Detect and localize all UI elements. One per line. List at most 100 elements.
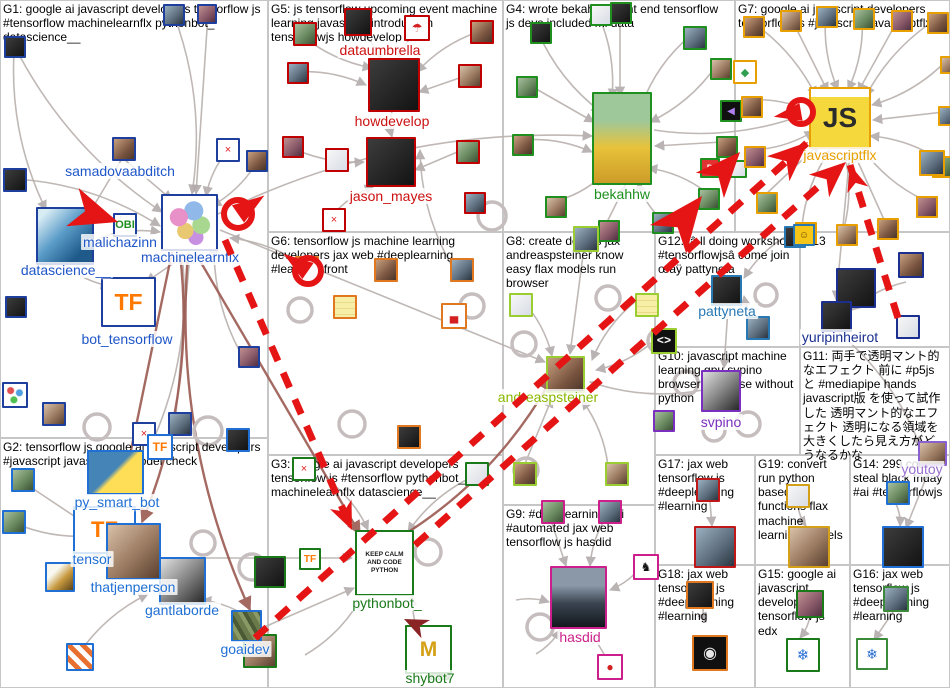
self-loop-edge [189, 529, 217, 557]
node-yuripinheirot[interactable] [821, 301, 852, 332]
node-machinelearnflx[interactable] [161, 194, 218, 251]
node-avatar [795, 222, 817, 244]
node-avatar [516, 76, 538, 98]
node-pattyneta[interactable] [711, 275, 742, 306]
self-loop-edge [510, 330, 538, 358]
node-shybot7[interactable]: M [405, 625, 452, 674]
red-dot-icon: ● [597, 654, 623, 680]
node-gantlaborde[interactable] [159, 557, 206, 605]
group-label-G16: G16: jax web tensorflow js #deeplearning… [853, 567, 930, 624]
node-hasdid[interactable] [550, 566, 607, 629]
node-andreaspsteiner[interactable] [546, 356, 585, 393]
edge [515, 594, 550, 605]
edge [217, 130, 594, 215]
edge [145, 251, 191, 283]
node-avatar [2, 382, 28, 408]
node-avatar [2, 510, 26, 534]
self-loop-edge [701, 417, 727, 443]
node-avatar [246, 150, 268, 172]
node-avatar [42, 402, 66, 426]
group-label-G12: G12: iâ ll doing workshop #tensorflowjsâ… [658, 234, 793, 277]
node-tensor[interactable]: TF [73, 506, 136, 554]
red-teardrop [221, 197, 255, 231]
edge [140, 253, 185, 524]
edge [581, 399, 609, 467]
node-avatar [788, 526, 830, 568]
group-label-G2: G2: tensorflow js google ai javascript d… [3, 440, 261, 469]
edge [871, 111, 945, 125]
node-bot_tensorflow[interactable]: TF [101, 277, 156, 327]
node-howdevelop[interactable] [368, 58, 420, 112]
node-avatar [598, 500, 622, 524]
node-label-javascriptflx: javascriptflx [801, 147, 879, 163]
node-thatjenperson[interactable] [106, 523, 161, 580]
node-label-pythonbot_: pythonbot_ [350, 595, 424, 611]
edge [870, 61, 946, 108]
edge [175, 252, 195, 415]
edge [173, 14, 199, 196]
node-bekahhw[interactable] [592, 92, 652, 185]
node-samadovaabditch[interactable] [112, 137, 136, 161]
code-brackets-icon: <> [651, 328, 677, 354]
node-label-samadovaabditch: samadovaabditch [63, 163, 177, 179]
node-avatar [882, 526, 924, 568]
node-youtoy[interactable] [918, 441, 947, 466]
group-label-G10: G10: javascript machine learning gpu svp… [658, 349, 794, 406]
edge [7, 519, 90, 542]
red-arrowhead [330, 499, 352, 530]
node-label-machinelearnflx: machinelearnflx [138, 249, 242, 265]
node-jason_mayes[interactable] [366, 137, 416, 187]
node-label-thatjenperson: thatjenperson [88, 579, 178, 595]
edge [589, 380, 704, 395]
edge [640, 35, 691, 105]
node-avatar [450, 258, 474, 282]
diamond-icon: ◆ [733, 60, 757, 84]
edge [261, 586, 355, 629]
self-loop-edge [646, 327, 674, 355]
edge [590, 299, 638, 361]
edge [904, 467, 931, 529]
group-box-G17 [655, 455, 755, 565]
group-box-G4 [503, 0, 735, 232]
node-avatar [254, 556, 286, 588]
red-teardrop-tail [231, 195, 265, 223]
node-pythonbot_[interactable]: KEEP CALM AND CODE PYTHON [355, 530, 414, 596]
edge [329, 481, 369, 531]
node-avatar [886, 481, 910, 505]
edge [117, 251, 174, 496]
edge [287, 145, 366, 168]
node-dataumbrella[interactable]: ☂ [404, 15, 430, 41]
group-label-G18: G18: jax web tensorflow js #deeplearning… [658, 567, 735, 624]
node-avatar [698, 188, 720, 210]
node-avatar [919, 150, 945, 176]
node-svpino[interactable] [701, 370, 741, 412]
group-label-G9: G9: #deeplearning #ai #automated jax web… [506, 507, 625, 550]
edge [99, 225, 162, 239]
node-avatar [513, 462, 537, 486]
self-loop-edge [413, 537, 443, 567]
group-box-G14 [850, 455, 950, 565]
node-avatar [66, 643, 94, 671]
node-avatar [512, 134, 534, 156]
group-box-G13 [800, 232, 950, 347]
node-javascriptflx[interactable]: JS [809, 87, 871, 149]
edge [523, 397, 554, 467]
red-x-icon: × [292, 457, 316, 481]
edge [747, 98, 813, 113]
group-box-G2 [0, 438, 268, 688]
group-box-G7 [735, 0, 950, 232]
node-datascience__[interactable] [36, 207, 94, 265]
group-box-G19 [755, 455, 850, 565]
edge [847, 13, 864, 91]
group-label-G17: G17: jax web tensorflow js #deeplearning… [658, 457, 735, 514]
node-avatar [853, 8, 875, 30]
edge [537, 31, 602, 113]
red-dashed-edge [846, 163, 902, 320]
node-avatar [293, 22, 317, 46]
edge [706, 501, 717, 528]
node-goaidev[interactable] [231, 610, 262, 642]
node-avatar [694, 526, 736, 568]
node-avatar [786, 484, 810, 508]
group-box-G16 [850, 565, 950, 688]
node-py_smart_bot[interactable] [87, 450, 144, 495]
